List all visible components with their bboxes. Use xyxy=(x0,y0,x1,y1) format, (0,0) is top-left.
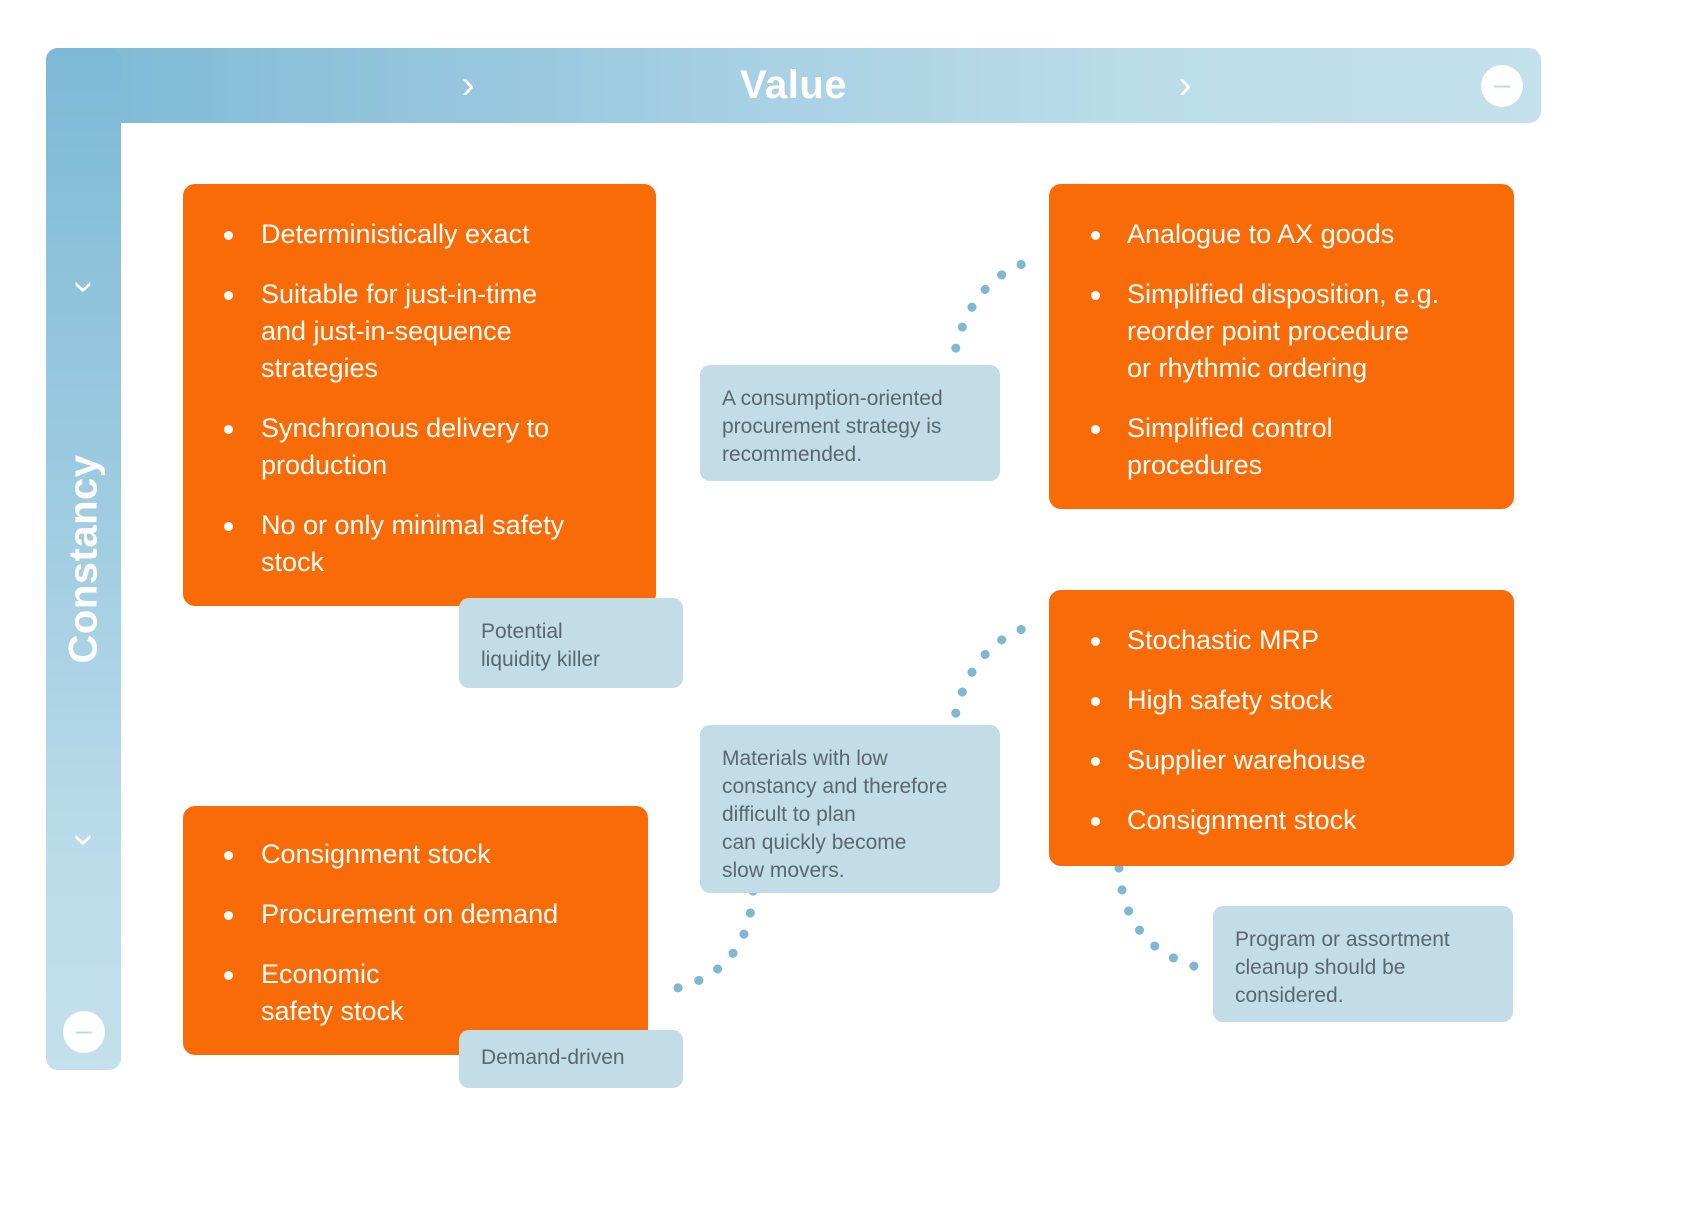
chevron-down-icon: › xyxy=(64,833,106,847)
list-item-label: Deterministically exact xyxy=(261,219,530,249)
bullet-icon xyxy=(1091,425,1100,434)
bullet-icon xyxy=(224,971,233,980)
list-item-label: Simplified disposition, e.g. reorder poi… xyxy=(1127,279,1440,383)
list-item: High safety stock xyxy=(1049,682,1494,719)
list-item: Procurement on demand xyxy=(183,896,628,933)
list-item-label: Consignment stock xyxy=(261,839,491,869)
list-item: Supplier warehouse xyxy=(1049,742,1494,779)
minus-circle-icon[interactable]: – xyxy=(63,1011,105,1053)
list-item: Economic safety stock xyxy=(183,956,628,1030)
callout-demand-driven: Demand-driven xyxy=(459,1030,683,1088)
bullet-list: Consignment stock Procurement on demand … xyxy=(183,836,628,1030)
bullet-icon xyxy=(1091,291,1100,300)
callout-consumption-strategy: A consumption-oriented procurement strat… xyxy=(700,365,1000,481)
list-item: Stochastic MRP xyxy=(1049,622,1494,659)
bullet-list: Deterministically exact Suitable for jus… xyxy=(183,216,636,581)
bullet-icon xyxy=(1091,697,1100,706)
constancy-axis-label: Constancy xyxy=(61,454,105,664)
bullet-icon xyxy=(1091,757,1100,766)
minus-circle-icon[interactable]: – xyxy=(1481,65,1523,107)
bullet-list: Analogue to AX goods Simplified disposit… xyxy=(1049,216,1494,484)
list-item: Consignment stock xyxy=(1049,802,1494,839)
list-item: Simplified control procedures xyxy=(1049,410,1494,484)
value-axis-label: Value xyxy=(739,63,847,107)
quadrant-bottom-left: Consignment stock Procurement on demand … xyxy=(183,806,648,1055)
list-item-label: Economic safety stock xyxy=(261,959,404,1026)
quadrant-bottom-right: Stochastic MRP High safety stock Supplie… xyxy=(1049,590,1514,866)
bullet-icon xyxy=(224,291,233,300)
list-item-label: Suitable for just-in-time and just-in-se… xyxy=(261,279,538,383)
quadrant-top-left: Deterministically exact Suitable for jus… xyxy=(183,184,656,606)
list-item-label: Procurement on demand xyxy=(261,899,559,929)
list-item: Consignment stock xyxy=(183,836,628,873)
callout-liquidity-killer: Potential liquidity killer xyxy=(459,598,683,688)
bullet-icon xyxy=(224,522,233,531)
list-item: Simplified disposition, e.g. reorder poi… xyxy=(1049,276,1494,387)
list-item: Deterministically exact xyxy=(183,216,636,253)
callout-slow-movers: Materials with low constancy and therefo… xyxy=(700,725,1000,893)
quadrant-top-right: Analogue to AX goods Simplified disposit… xyxy=(1049,184,1514,509)
bullet-list: Stochastic MRP High safety stock Supplie… xyxy=(1049,622,1494,839)
list-item-label: Stochastic MRP xyxy=(1127,625,1320,655)
bullet-icon xyxy=(1091,231,1100,240)
bullet-icon xyxy=(1091,637,1100,646)
bullet-icon xyxy=(1091,817,1100,826)
list-item: Synchronous delivery to production xyxy=(183,410,636,484)
list-item: No or only minimal safety stock xyxy=(183,507,636,581)
bullet-icon xyxy=(224,911,233,920)
list-item-label: No or only minimal safety stock xyxy=(261,510,565,577)
list-item: Suitable for just-in-time and just-in-se… xyxy=(183,276,636,387)
bullet-icon xyxy=(224,231,233,240)
chevron-down-icon: › xyxy=(64,280,106,294)
chevron-right-icon: › xyxy=(1178,63,1192,107)
callout-program-cleanup: Program or assortment cleanup should be … xyxy=(1213,906,1513,1022)
list-item-label: Simplified control procedures xyxy=(1127,413,1333,480)
list-item: Analogue to AX goods xyxy=(1049,216,1494,253)
list-item-label: High safety stock xyxy=(1127,685,1333,715)
list-item-label: Consignment stock xyxy=(1127,805,1357,835)
list-item-label: Supplier warehouse xyxy=(1127,745,1366,775)
list-item-label: Synchronous delivery to production xyxy=(261,413,550,480)
chevron-right-icon: › xyxy=(461,63,475,107)
bullet-icon xyxy=(224,851,233,860)
value-axis-bar: Value › › + – xyxy=(46,48,1541,123)
constancy-axis-bar: Constancy › › – xyxy=(46,48,121,1070)
bullet-icon xyxy=(224,425,233,434)
list-item-label: Analogue to AX goods xyxy=(1127,219,1395,249)
